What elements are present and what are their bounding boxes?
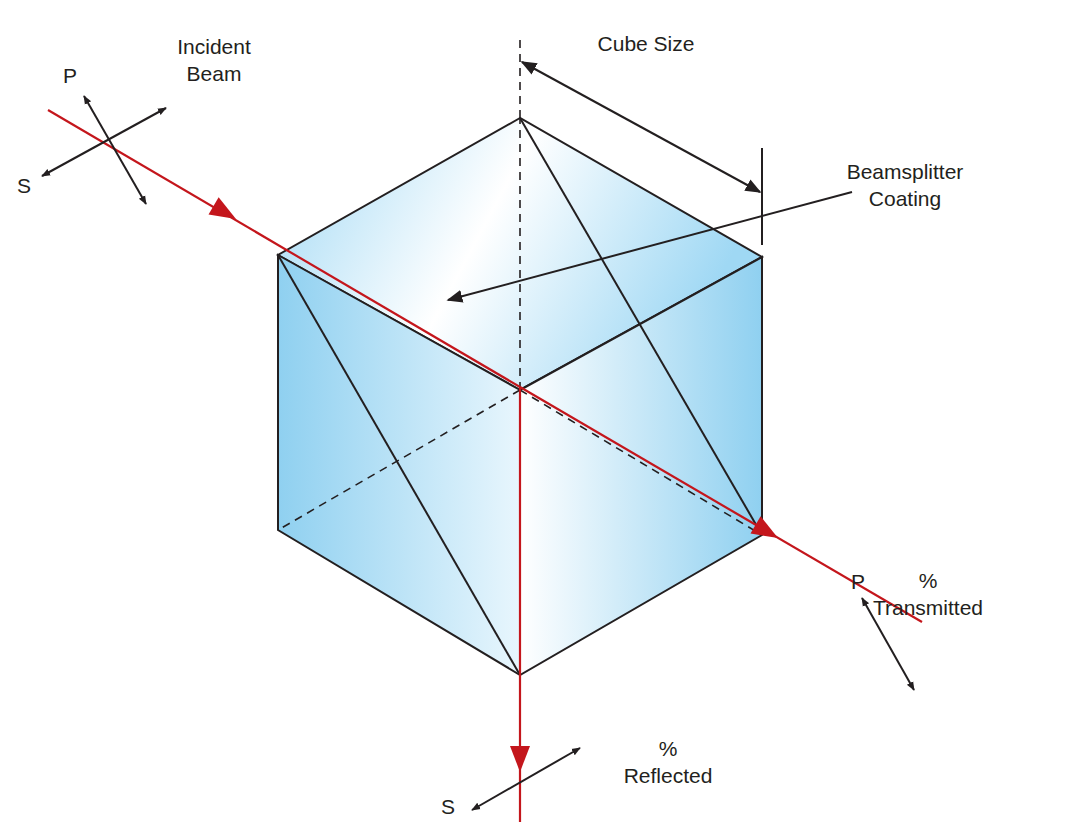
cube-right-face xyxy=(520,257,762,675)
polarization-arrows xyxy=(42,96,914,810)
leader-line xyxy=(448,192,852,300)
light-beams xyxy=(48,110,922,822)
extension-line xyxy=(519,40,521,118)
polarization-label: S xyxy=(428,794,468,821)
beam-arrowheads xyxy=(209,197,784,772)
part-label: Beamsplitter Coating xyxy=(830,158,980,213)
output-label: % Transmitted xyxy=(863,567,993,622)
extension-line xyxy=(761,148,763,245)
dimension-label: Cube Size xyxy=(566,30,726,57)
dimension-arrow xyxy=(522,62,760,192)
polarization-label: P xyxy=(838,568,878,595)
beam-label: Incident Beam xyxy=(164,33,264,88)
polarization-label: S xyxy=(4,172,44,199)
cube-left-face xyxy=(278,255,520,675)
polarization-label: P xyxy=(50,62,90,89)
output-label: % Reflected xyxy=(618,735,718,790)
